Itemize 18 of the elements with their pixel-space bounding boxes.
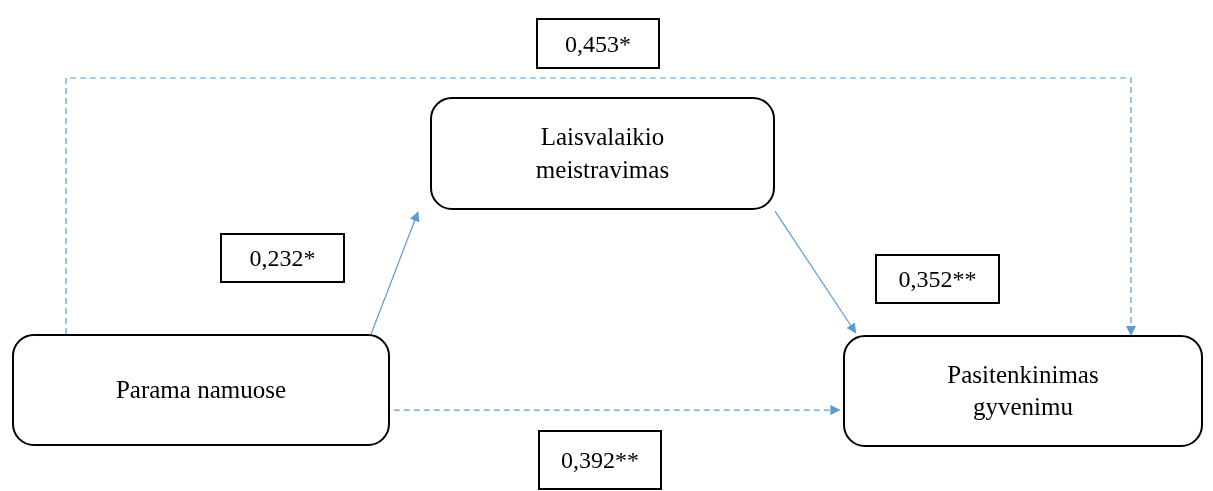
node-label: 0,352** xyxy=(898,265,977,294)
node-label: Laisvalaikio meistravimas xyxy=(534,122,671,185)
arrow xyxy=(370,211,420,335)
arrow xyxy=(393,405,841,416)
arrow xyxy=(774,210,857,334)
node-label: 0,453* xyxy=(565,29,631,59)
process-box xyxy=(430,97,775,210)
node-label: 0,392** xyxy=(561,446,639,475)
process-box xyxy=(12,334,390,446)
arrow xyxy=(65,77,1136,336)
node-label: 0,232* xyxy=(249,244,316,273)
coefficient-box xyxy=(538,430,662,490)
coefficient-box xyxy=(536,18,660,69)
node-label: Parama namuose xyxy=(115,374,287,405)
coefficient-box xyxy=(875,254,1000,304)
coefficient-box xyxy=(220,233,345,283)
node-label: Pasitenkinimas gyvenimu xyxy=(946,359,1100,422)
process-box xyxy=(843,335,1203,447)
